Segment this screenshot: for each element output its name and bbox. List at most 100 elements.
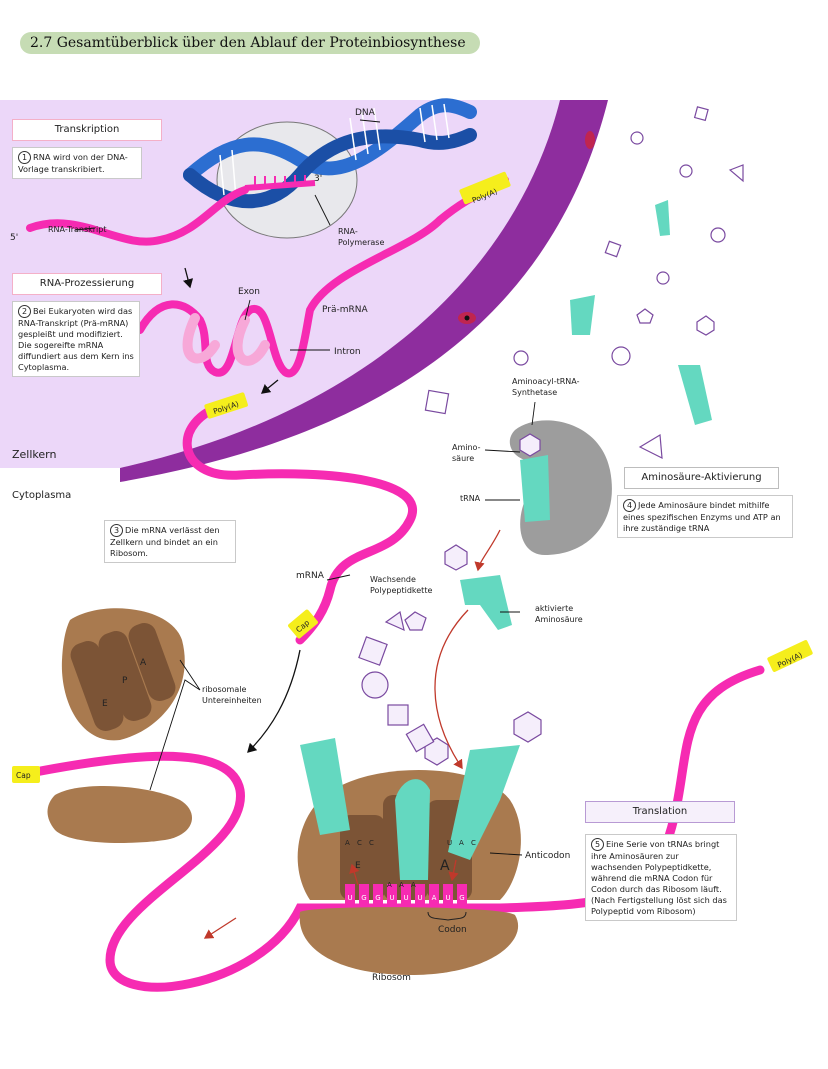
heading-processing: RNA-Prozessierung [12, 273, 162, 295]
mrna-base-letter: U [347, 894, 352, 902]
poly-a-tail [459, 171, 511, 205]
rna-strand-new [244, 180, 316, 191]
anticodon-base: A [345, 839, 350, 847]
label-cap: Cap [16, 771, 31, 780]
anticodon-base: A [411, 881, 416, 889]
label-amino-acid: Amino-säure [452, 443, 481, 463]
pre-mrna [136, 176, 509, 378]
label-3prime: 3' [314, 174, 322, 184]
mrna-base [373, 884, 383, 904]
mrna-translation [15, 665, 765, 992]
heading-activation: Aminosäure-Aktivierung [624, 467, 779, 489]
mrna-base [443, 884, 453, 904]
mrna-base-letter: G [375, 894, 380, 902]
label-anticodon: Anticodon [525, 851, 570, 861]
mrna-base [345, 884, 355, 904]
mrna-export [182, 400, 417, 645]
intron-loops [182, 313, 270, 366]
synthetase-enzyme [509, 420, 612, 555]
label-site-e: E [355, 861, 361, 871]
trna-e [300, 738, 350, 835]
anticodon-base: C [357, 839, 362, 847]
mrna-base-letter: U [445, 894, 450, 902]
label-nucleus: Zellkern [12, 448, 57, 461]
box-text: Jede Aminosäure bindet mithilfe eines sp… [623, 500, 781, 533]
box-text: Die mRNA verlässt den Zellkern und binde… [110, 525, 220, 558]
mrna-base [387, 884, 397, 904]
box-text: Bei Eukaryoten wird das RNA-Transkript (… [18, 306, 134, 372]
ribosome-small [299, 907, 519, 975]
label-dna: DNA [355, 108, 376, 118]
small-subunit [47, 785, 192, 843]
step-number: 4 [623, 499, 636, 512]
mrna-base [359, 884, 369, 904]
anticodon-base: A [399, 881, 404, 889]
label-activated-aa: aktivierte Aminosäure [535, 604, 583, 624]
label-ribosome: Ribosom [372, 973, 411, 983]
trna-free [570, 295, 595, 335]
subunit-site-p: P [122, 676, 128, 686]
mrna-base-letter: A [432, 894, 437, 902]
heading-translation: Translation [585, 801, 735, 823]
label-rna-transcript: RNA-Transkript [48, 225, 107, 234]
label-mrna: mRNA [296, 571, 325, 581]
page-title: 2.7 Gesamtüberblick über den Ablauf der … [20, 32, 480, 54]
subunit-site-e: E [102, 699, 108, 709]
trna-p [395, 779, 430, 880]
cap-marker [12, 766, 40, 783]
nucleus-region [0, 100, 560, 468]
box-text: Eine Serie von tRNAs bringt ihre Aminosä… [591, 839, 727, 916]
anticodon-base: A [387, 881, 392, 889]
trna-a [448, 745, 520, 860]
step-number: 5 [591, 838, 604, 851]
label-rna-polymerase: RNA-Polymerase [338, 227, 385, 247]
step-number: 3 [110, 524, 123, 537]
label-synthetase: Aminoacyl-tRNA-Synthetase [512, 377, 580, 397]
box-text: RNA wird von der DNA-Vorlage transkribie… [18, 152, 128, 174]
mrna-base [401, 884, 411, 904]
mrna-base [429, 884, 439, 904]
dna-helix [183, 98, 477, 182]
anticodon-base: A [459, 839, 464, 847]
mrna-base-letter: U [403, 894, 408, 902]
label-pre-mrna: Prä-mRNA [322, 305, 368, 315]
subunit-site-a: A [140, 658, 147, 668]
anticodon-base: C [471, 839, 476, 847]
label-cytoplasm: Cytoplasma [12, 490, 72, 501]
cap-marker [288, 609, 318, 639]
trna-free [678, 365, 712, 425]
label-site-a: A [440, 858, 450, 874]
site-e-slot [340, 815, 385, 900]
nuclear-envelope [120, 100, 608, 482]
trna-free [655, 200, 670, 236]
poly-a-tail [767, 640, 813, 672]
anticodon-base: C [369, 839, 374, 847]
label-intron: Intron [334, 347, 361, 357]
label-codon: Codon [438, 925, 467, 935]
step-number: 1 [18, 151, 31, 164]
mrna-base-letter: U [389, 894, 394, 902]
mrna-base-letter: G [361, 894, 366, 902]
nuclear-pore [585, 131, 595, 149]
label-exon: Exon [238, 287, 260, 297]
label-trna: tRNA [460, 494, 481, 503]
mrna-base-letter: U [417, 894, 422, 902]
codon-bracket [427, 911, 467, 921]
step-number: 2 [18, 305, 31, 318]
anticodon-base: U [447, 839, 452, 847]
rna-transcript [26, 186, 249, 246]
poly-a-tail [204, 392, 248, 419]
label-ribosomal-subunits: ribosomale Untereinheiten [202, 685, 262, 705]
mrna-base [457, 884, 467, 904]
trna-activated [460, 575, 512, 630]
mrna-base-letter: G [459, 894, 464, 902]
mrna-base [415, 884, 425, 904]
